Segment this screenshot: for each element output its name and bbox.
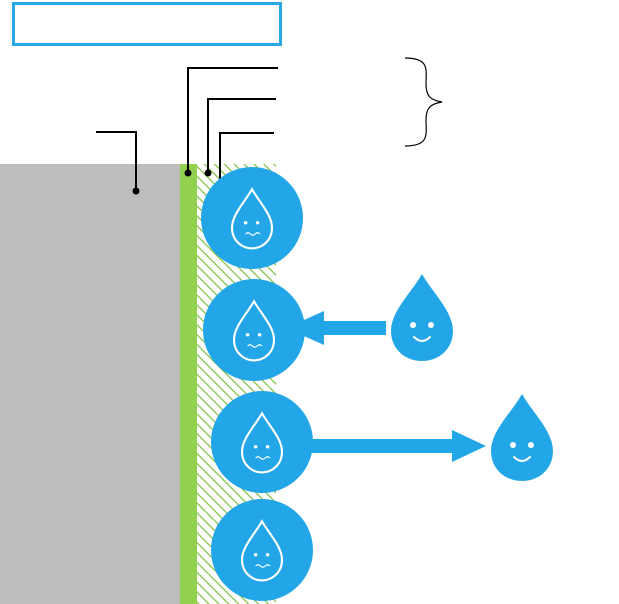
adsorbed-drop-4 — [211, 499, 313, 601]
leader-line-coating — [187, 67, 278, 173]
gray-substrate — [0, 164, 180, 604]
adsorbed-drop-1 — [201, 167, 303, 269]
leader-line-hatched — [207, 98, 276, 172]
leader-lines — [96, 67, 278, 190]
arrow-out — [296, 430, 486, 462]
water-drop-leaving — [490, 393, 554, 482]
arrow-in — [286, 311, 386, 345]
title-box — [12, 2, 282, 46]
water-drop-approaching — [390, 273, 454, 362]
leader-line-drop — [219, 132, 274, 187]
adsorbed-drop-3 — [211, 391, 313, 493]
adsorbed-drop-2 — [203, 279, 305, 381]
green-coating-layer — [180, 164, 197, 604]
leader-line-substrate — [96, 131, 137, 190]
curly-brace — [404, 57, 443, 147]
